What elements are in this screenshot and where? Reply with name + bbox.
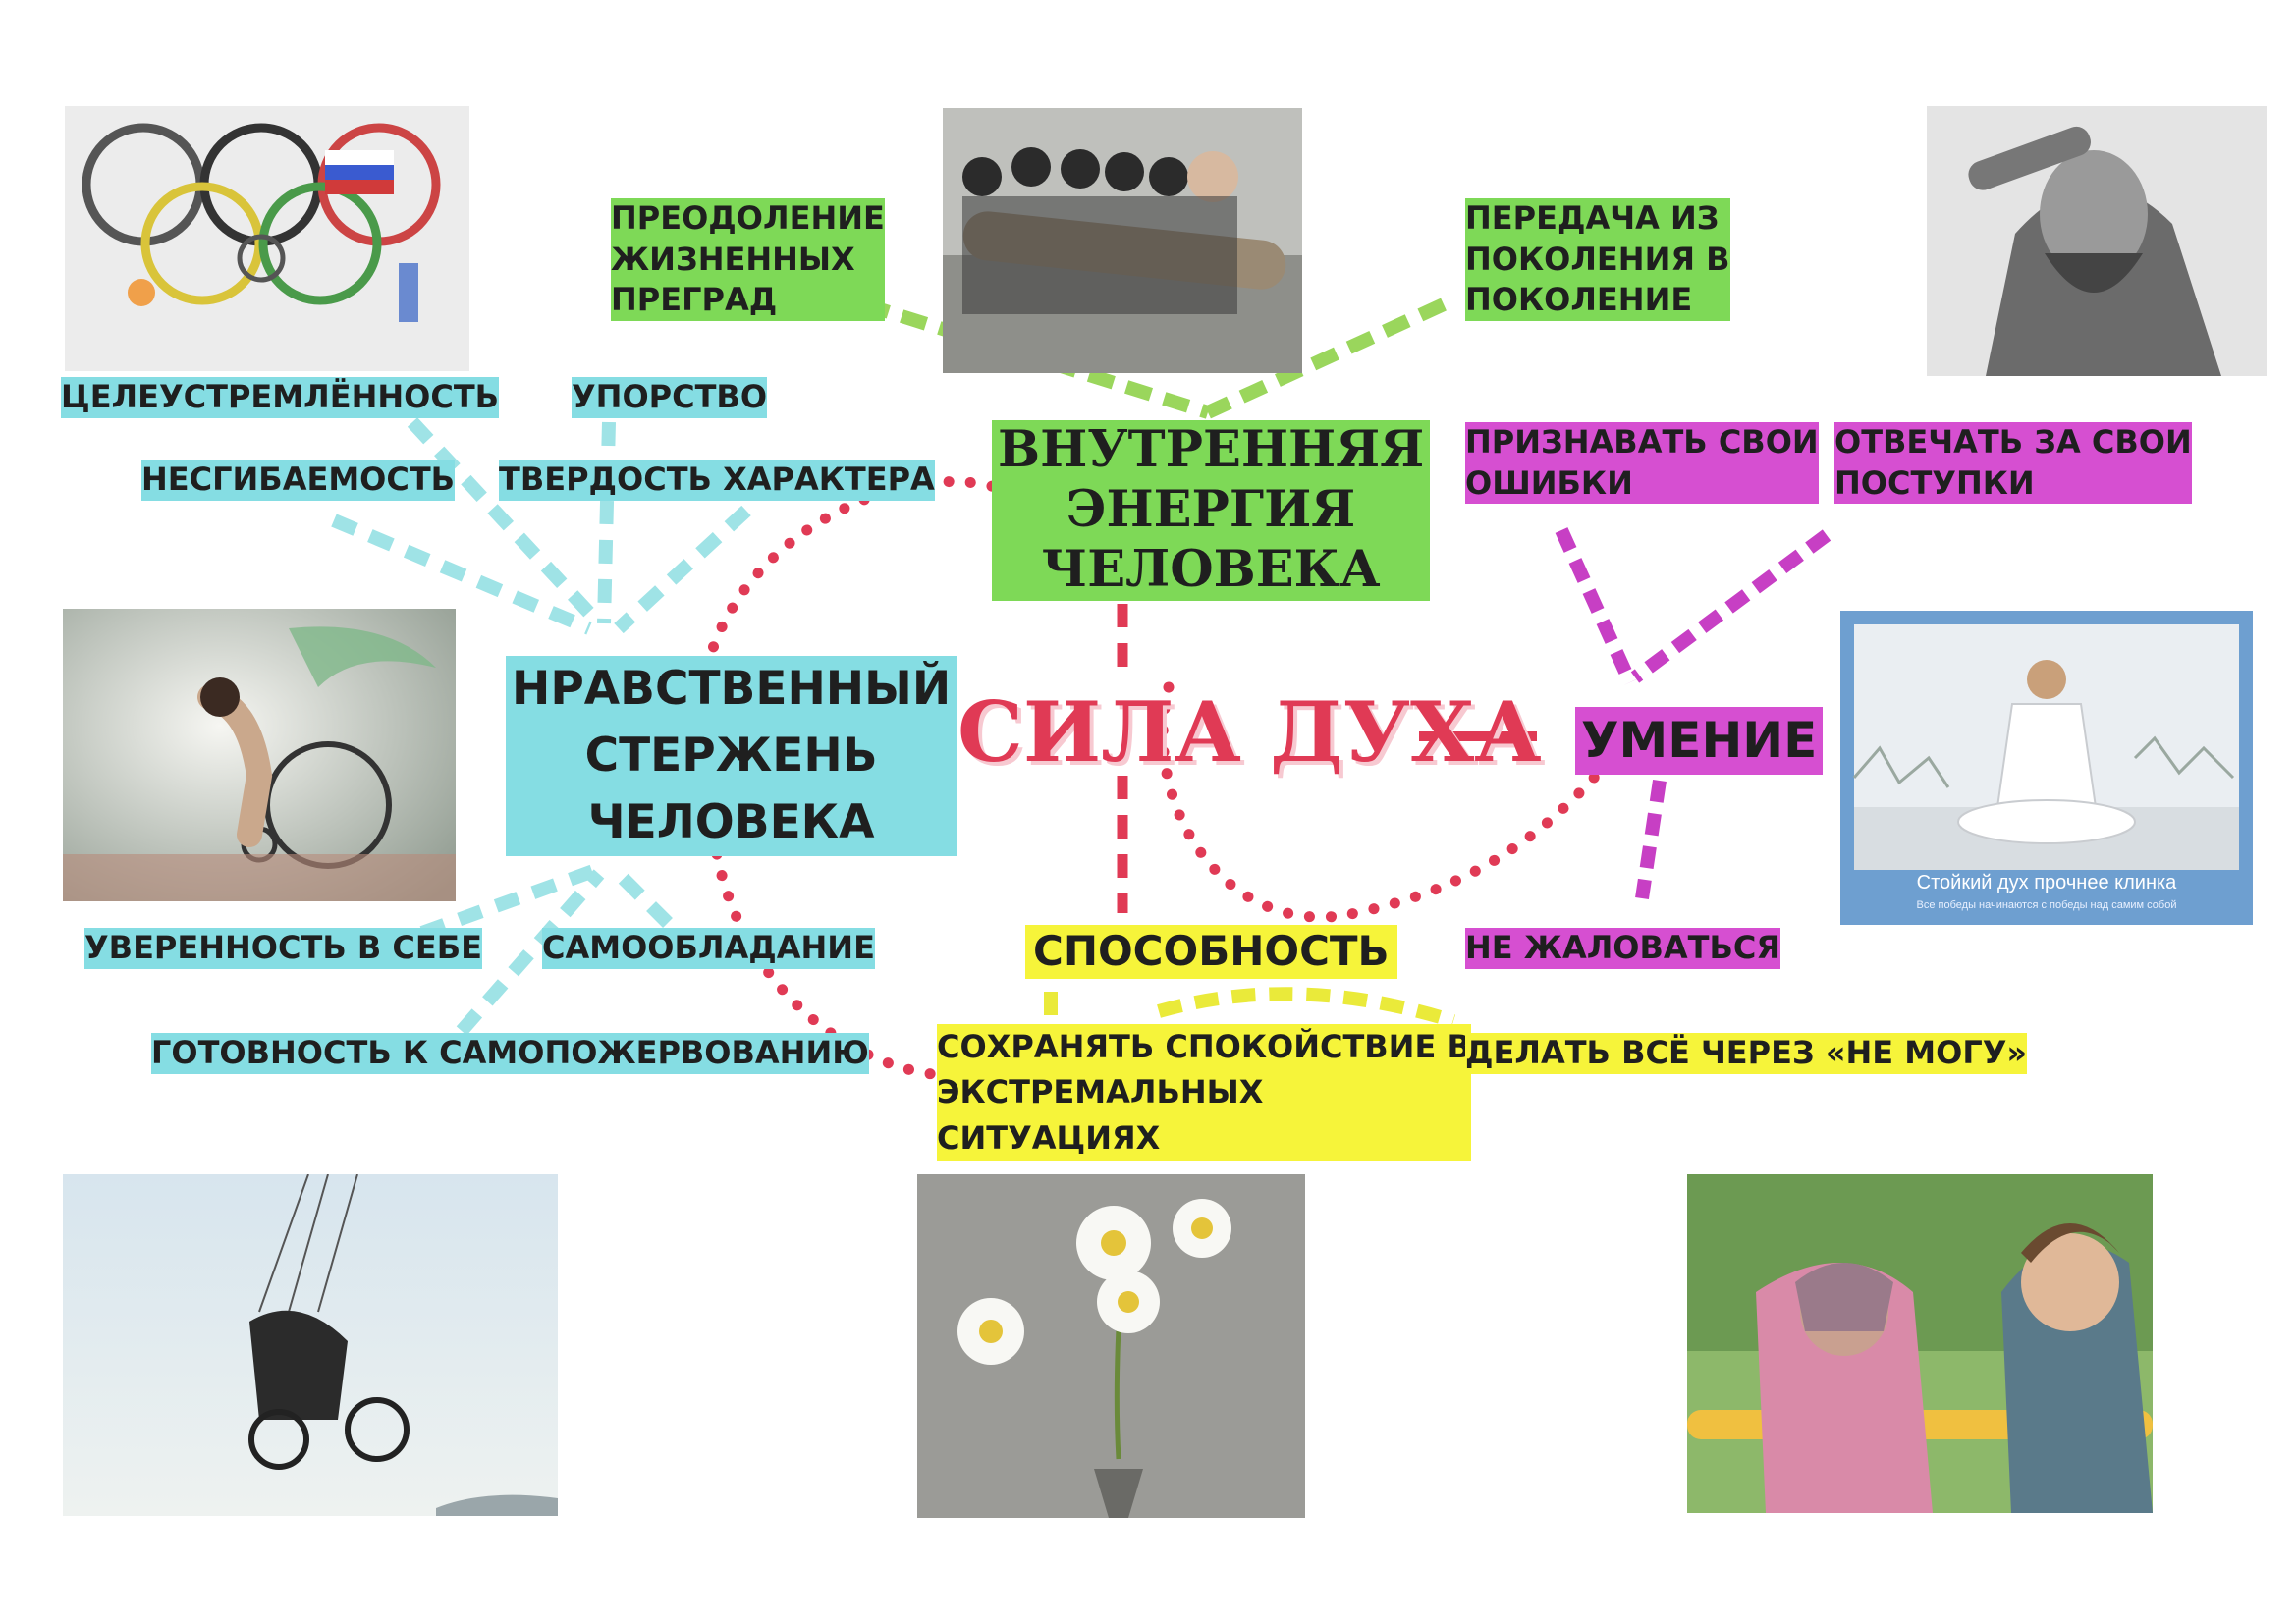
chamomile-icon [917,1174,1305,1518]
paraglider-icon [63,1174,558,1516]
node-moral-core: НРАВСТВЕННЫЙ СТЕРЖЕНЬ ЧЕЛОВЕКА [506,656,957,857]
label-transmission: ПЕРЕДАЧА ИЗ ПОКОЛЕНИЯ В ПОКОЛЕНИЕ [1465,198,1730,321]
line-inflexibility [331,514,592,635]
node-ability: СПОСОБНОСТЬ [1025,925,1397,979]
dotted-arc-left-lower [711,848,949,1081]
label-admit-mistakes: ПРИЗНАВАТЬ СВОИ ОШИБКИ [1465,422,1819,505]
log-photo [943,108,1302,373]
label-stay-calm: СОХРАНЯТЬ СПОКОЙСТВИЕ В ЭКСТРЕМАЛЬНЫХ СИ… [937,1024,1471,1162]
label-answer-actions: ОТВЕЧАТЬ ЗА СВОИ ПОСТУПКИ [1834,422,2192,505]
node-skill: УМЕНИЕ [1575,707,1824,775]
line-do-despite [1157,987,1456,1028]
line-persistence [597,421,616,624]
dotted-arc-left [701,476,1052,674]
label-do-despite: ДЕЛАТЬ ВСЁ ЧЕРЕЗ «НЕ МОГУ» [1465,1033,2028,1074]
flower-photo [917,1174,1305,1518]
soldiers-log-icon [943,108,1302,373]
line-confidence [419,862,602,940]
label-self-sacrifice: ГОТОВНОСТЬ К САМОПОЖЕРВОВАНИЮ [151,1033,869,1074]
label-persistence: УПОРСТВО [572,377,768,418]
olympic-photo [65,106,469,371]
label-not-complain: НЕ ЖАЛОВАТЬСЯ [1465,928,1780,969]
wheelchair-painting-icon [63,609,456,901]
meditation-subcaption: Все победы начинаются с победы над самим… [1916,899,2177,911]
label-confidence: УВЕРЕННОСТЬ В СЕБЕ [84,928,482,969]
warrior-statue-icon [1927,106,2267,376]
paraglider-photo [63,1174,558,1516]
elderly-photo [1687,1174,2153,1513]
wheelchair-photo [63,609,456,901]
line-firmness [614,505,751,634]
line-self-sacrifice [456,869,605,1036]
center-title: СИЛА ДУХА [957,683,1542,781]
elderly-exercise-icon [1687,1174,2153,1513]
line-purposefulness [407,417,605,628]
meditation-photo: Стойкий дух прочнее клинка Все победы на… [1840,611,2253,925]
label-purposefulness: ЦЕЛЕУСТРЕМЛЁННОСТЬ [61,377,500,418]
hero-photo [1927,106,2267,376]
line-answer-actions [1630,529,1831,683]
line-not-complain [1635,779,1667,900]
label-firmness: ТВЕРДОСТЬ ХАРАКТЕРА [499,460,935,501]
label-overcoming: ПРЕОДОЛЕНИЕ ЖИЗНЕННЫХ ПРЕГРАД [611,198,885,321]
meditation-caption: Стойкий дух прочнее клинка [1916,872,2177,893]
meditating-woman-icon [1840,611,2253,925]
dotted-circle [1157,681,1602,923]
label-inflexibility: НЕСГИБАЕМОСТЬ [141,460,456,501]
line-admit-mistakes [1555,527,1637,685]
line-self-control [609,864,673,928]
line-transmission [1205,298,1447,419]
label-self-control: САМООБЛАДАНИЕ [542,928,875,969]
node-inner-energy: ВНУТРЕННЯЯ ЭНЕРГИЯ ЧЕЛОВЕКА [992,420,1431,601]
olympic-rings-icon [65,106,469,371]
